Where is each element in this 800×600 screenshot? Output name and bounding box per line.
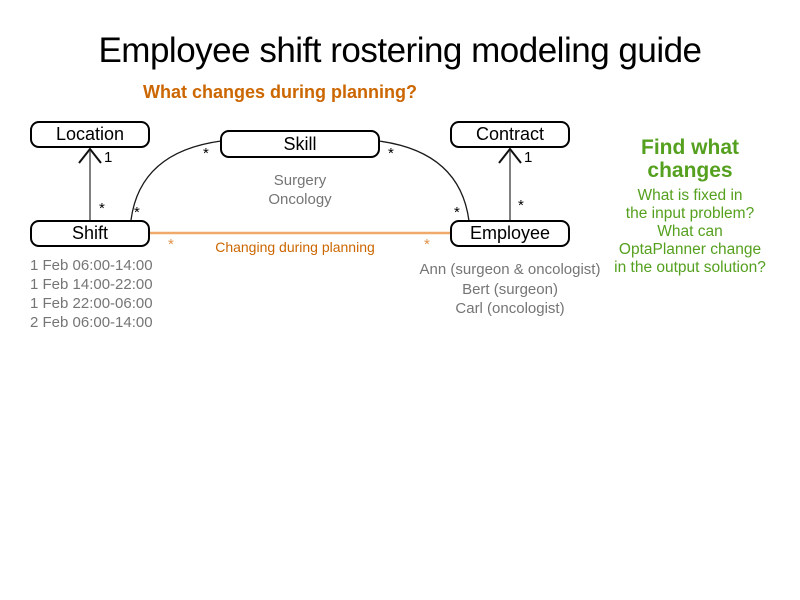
multiplicity-skill-left-many: * [203, 145, 209, 162]
entity-employee-label: Employee [469, 223, 551, 243]
skill-example: Surgery [273, 172, 327, 189]
entity-location-label: Location [55, 124, 125, 144]
shift-location-arrowhead-icon [78, 147, 102, 164]
multiplicity-shift-location-one: 1 [104, 149, 113, 166]
sidebar-body: What is fixed in the input problem? What… [600, 187, 780, 277]
sidebar-body-line: in the output solution? [614, 259, 766, 276]
shift-example: 2 Feb 06:00-14:00 [30, 314, 153, 331]
sidebar-body-line: OptaPlanner change [618, 241, 762, 258]
changing-during-planning-label: Changing during planning [215, 239, 375, 255]
entity-location: Location [30, 121, 150, 148]
slide-subtitle: What changes during planning? [143, 82, 417, 102]
sidebar-heading-line: Find what [641, 136, 739, 159]
skill-example: Oncology [268, 191, 332, 208]
multiplicity-shift-location-many: * [99, 200, 105, 217]
sidebar-body-line: What is fixed in [637, 187, 743, 204]
entity-contract-label: Contract [475, 124, 545, 144]
sidebar-heading: Find what changes [600, 136, 780, 182]
sidebar-heading-line: changes [647, 159, 733, 182]
employee-contract-arrowhead-icon [498, 147, 522, 164]
multiplicity-employee-contract-many: * [518, 197, 524, 214]
shift-example: 1 Feb 06:00-14:00 [30, 257, 153, 274]
shift-examples: 1 Feb 06:00-14:00 1 Feb 14:00-22:00 1 Fe… [30, 256, 153, 332]
employee-example: Bert (surgeon) [462, 280, 558, 298]
employee-skill-curve [378, 140, 470, 222]
employee-example: Carl (oncologist) [455, 300, 565, 317]
entity-employee: Employee [450, 220, 570, 247]
multiplicity-planning-shift-many: * [168, 236, 174, 253]
sidebar-body-line: What can [657, 223, 723, 240]
entity-shift: Shift [30, 220, 150, 247]
shift-skill-curve [130, 140, 222, 221]
find-what-changes-panel: Find what changes What is fixed in the i… [600, 136, 780, 277]
employee-example: Ann (surgeon & oncologist) [419, 261, 601, 278]
shift-example: 1 Feb 14:00-22:00 [30, 276, 153, 293]
entity-skill-label: Skill [283, 133, 317, 154]
multiplicity-skill-right-many: * [388, 145, 394, 162]
multiplicity-employee-contract-one: 1 [524, 149, 533, 166]
multiplicity-employee-skill-many: * [454, 204, 460, 221]
skill-examples: Surgery Oncology [220, 171, 380, 209]
shift-example: 1 Feb 22:00-06:00 [30, 295, 153, 312]
multiplicity-shift-skill-many: * [134, 204, 140, 221]
slide-title: Employee shift rostering modeling guide [98, 31, 702, 70]
sidebar-body-line: the input problem? [625, 205, 755, 222]
entity-contract: Contract [450, 121, 570, 148]
entity-shift-label: Shift [71, 223, 109, 243]
entity-skill: Skill [220, 130, 380, 158]
multiplicity-planning-employee-many: * [424, 236, 430, 253]
employee-examples: Ann (surgeon & oncologist) Bert (surgeon… [385, 260, 635, 319]
